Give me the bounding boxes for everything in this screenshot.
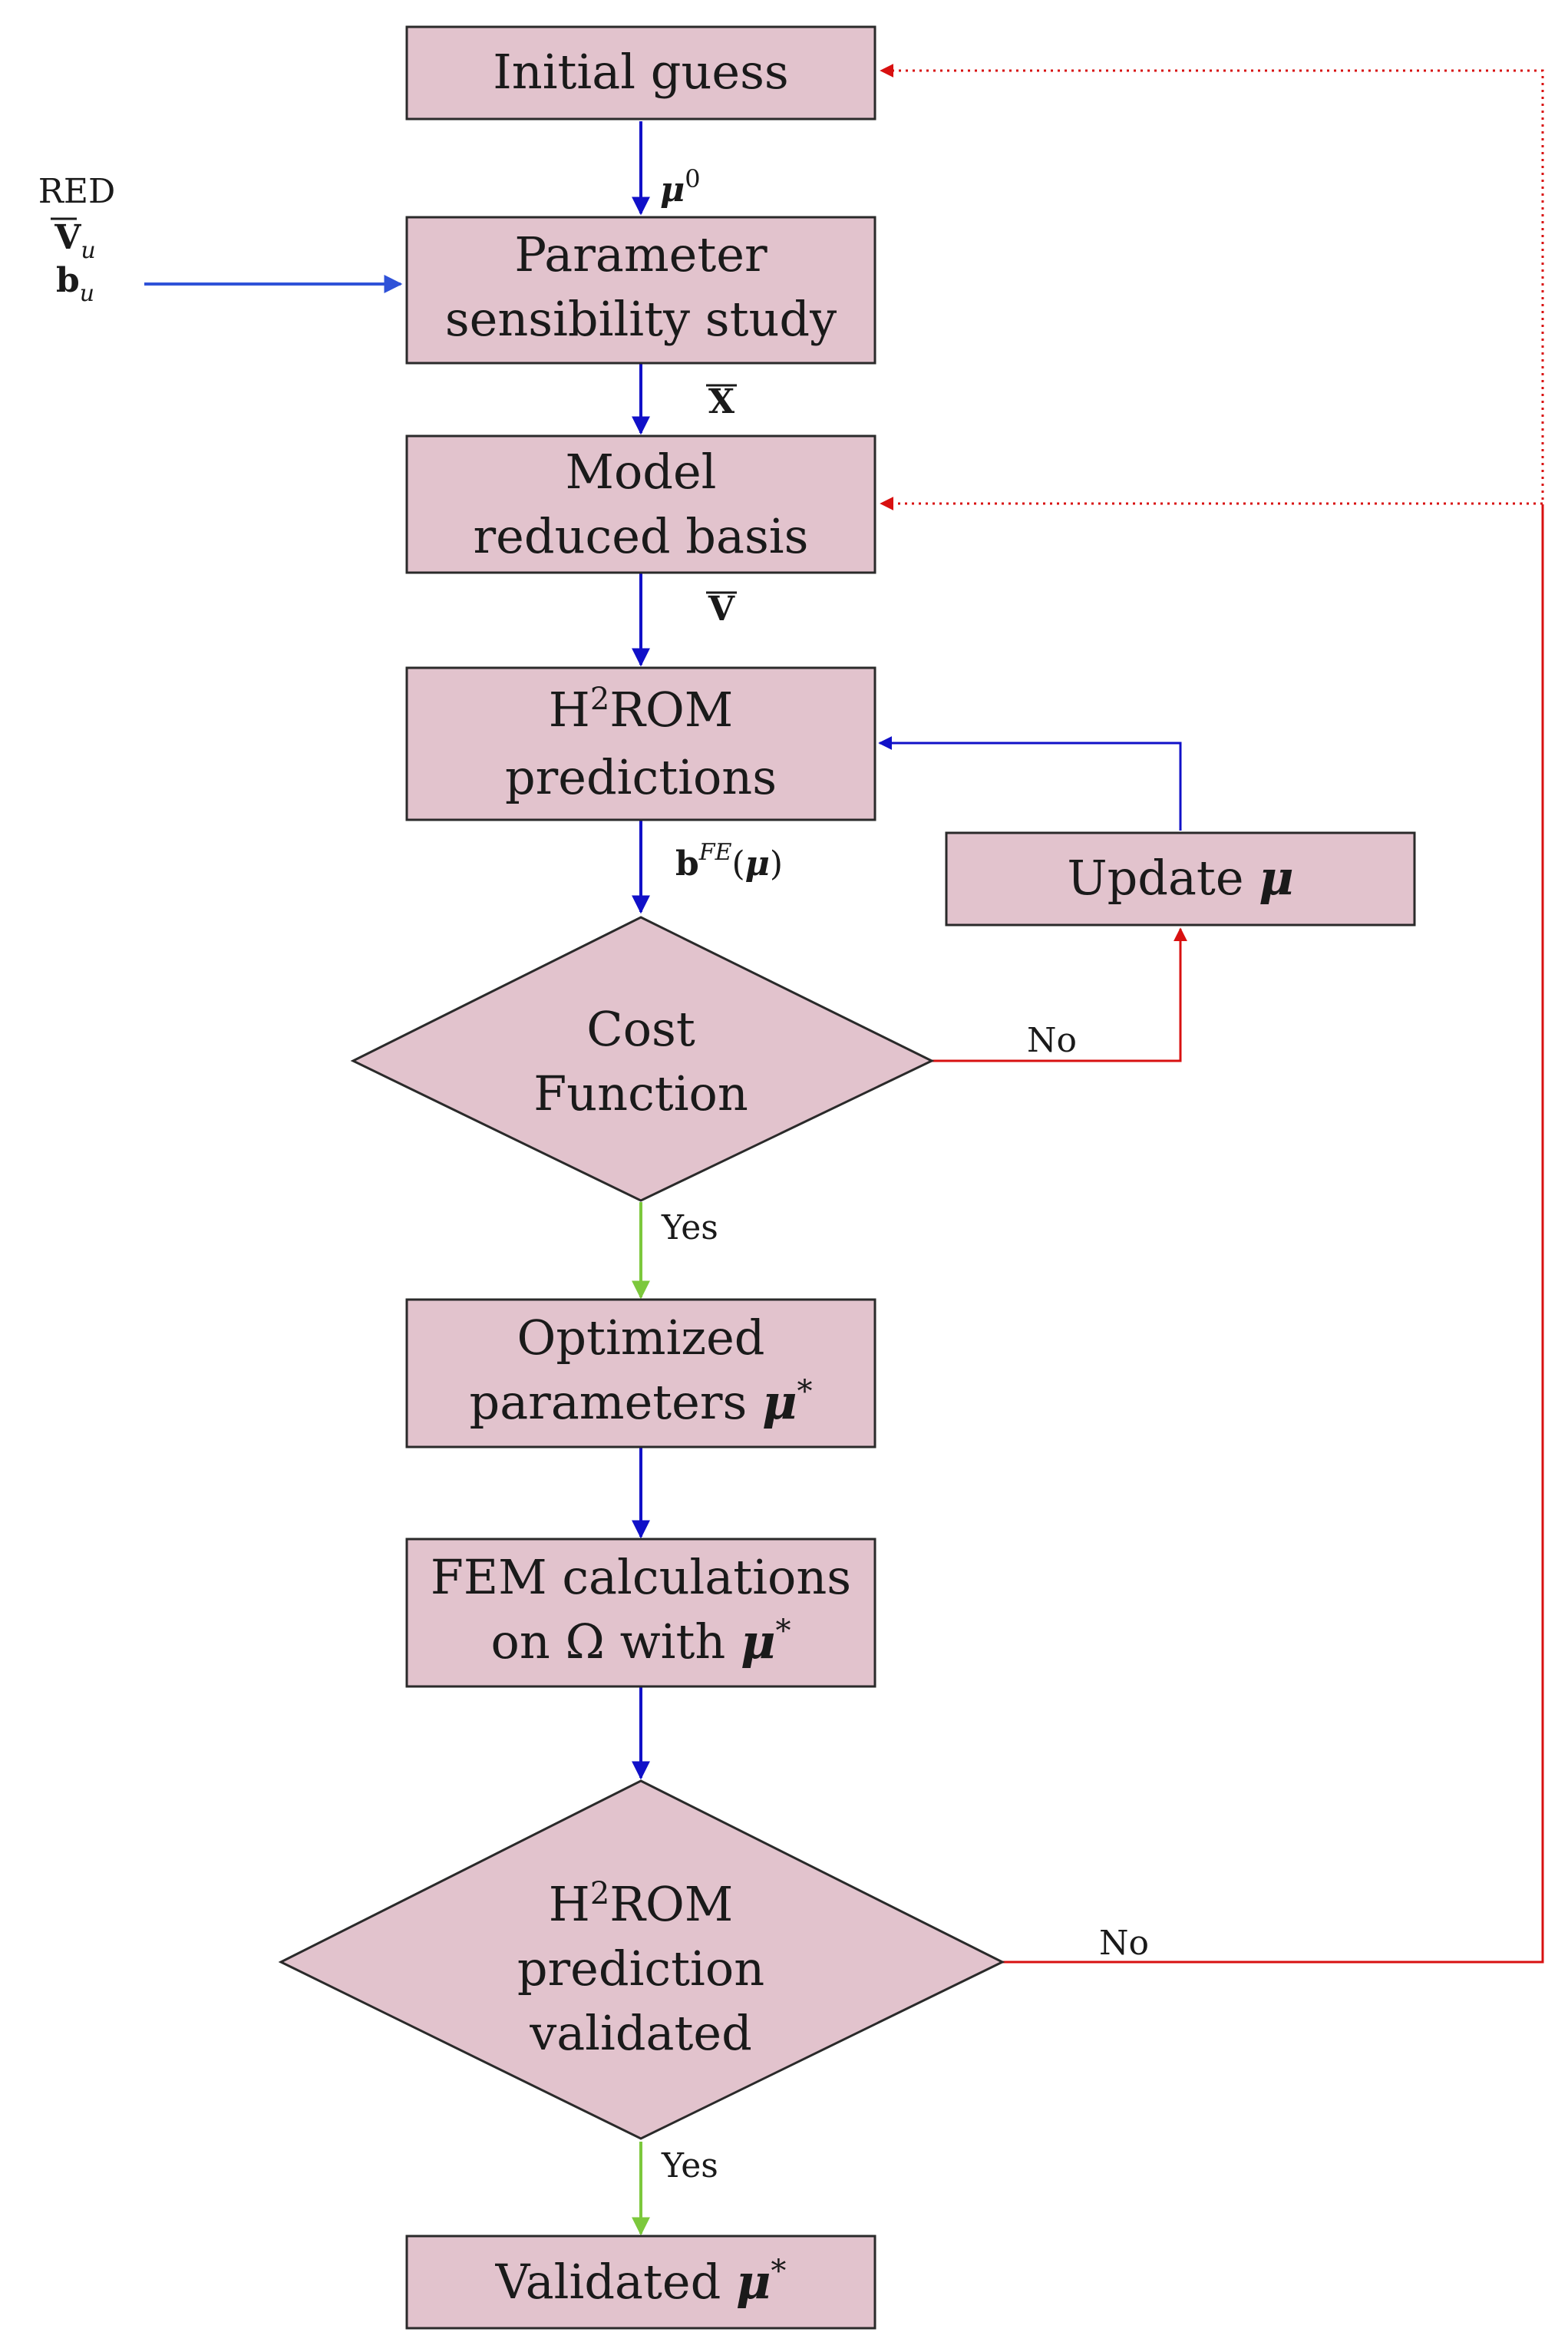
edge-label-cost-yes: Yes [661, 1208, 718, 1247]
connectors [144, 64, 1544, 2236]
optimized-label-line2: parameters μ* [470, 1374, 813, 1430]
optimized-label-line1: Optimized [517, 1310, 765, 1366]
edge-label-v-bar: V [706, 590, 737, 629]
node-reduced-basis: Model reduced basis [405, 434, 876, 574]
reduced-label-line2: reduced basis [474, 508, 809, 564]
node-fem-calculations: FEM calculations on Ω with μ* [405, 1538, 876, 1688]
edge-label-validate-no: No [1099, 1924, 1149, 1963]
h2rom-predictions-line1: H2ROM [549, 682, 734, 738]
edge-loop-to-guess [880, 64, 1544, 507]
edge-label-validate-yes: Yes [661, 2146, 718, 2185]
validate-label-line2: prediction [517, 1941, 764, 1997]
fem-label-line1: FEM calculations [431, 1549, 851, 1605]
edge-label-mu0: μ0 [660, 164, 701, 210]
input-v-u: Vu [54, 218, 95, 264]
edge-update-to-prediction [878, 736, 1182, 831]
sensibility-label-line2: sensibility study [445, 291, 837, 347]
svg-text:X: X [708, 382, 735, 421]
node-h2rom-predictions: H2ROM predictions [405, 666, 876, 821]
input-red: RED [38, 172, 116, 211]
node-validated-mu: Validated μ* [405, 2235, 876, 2330]
svg-text:V: V [708, 590, 735, 629]
input-b-u: bu [56, 261, 94, 307]
edge-label-bfe: bFE(μ) [675, 839, 783, 884]
node-cost-function: Cost Function [350, 916, 935, 1202]
node-optimized-parameters: Optimized parameters μ* [405, 1298, 876, 1448]
cost-label-line1: Cost [586, 1001, 695, 1057]
h2rom-predictions-line2: predictions [505, 749, 777, 805]
sensibility-label-line1: Parameter [514, 226, 767, 282]
validated-label: Validated μ* [495, 2254, 787, 2310]
initial-guess-label: Initial guess [493, 44, 788, 100]
update-label: Update μ [1067, 850, 1293, 906]
node-update-mu: Update μ [945, 831, 1416, 927]
side-inputs: RED Vu bu [38, 172, 116, 307]
node-initial-guess: Initial guess [405, 25, 876, 121]
reduced-label-line1: Model [565, 444, 716, 500]
cost-label-line2: Function [533, 1065, 748, 1121]
edge-cost-no-to-update [927, 927, 1187, 1062]
validate-label-line3: validated [529, 2005, 752, 2061]
edge-label-x-bar: X [706, 382, 737, 421]
fem-label-line2: on Ω with μ* [491, 1614, 791, 1670]
node-sensibility-study: Parameter sensibility study [405, 216, 876, 365]
validate-label-line1: H2ROM [549, 1876, 734, 1932]
edge-validate-no-loop [1002, 507, 1544, 1964]
edge-label-cost-no: No [1027, 1021, 1077, 1060]
node-h2rom-validated: H2ROM prediction validated [278, 1779, 1005, 2140]
